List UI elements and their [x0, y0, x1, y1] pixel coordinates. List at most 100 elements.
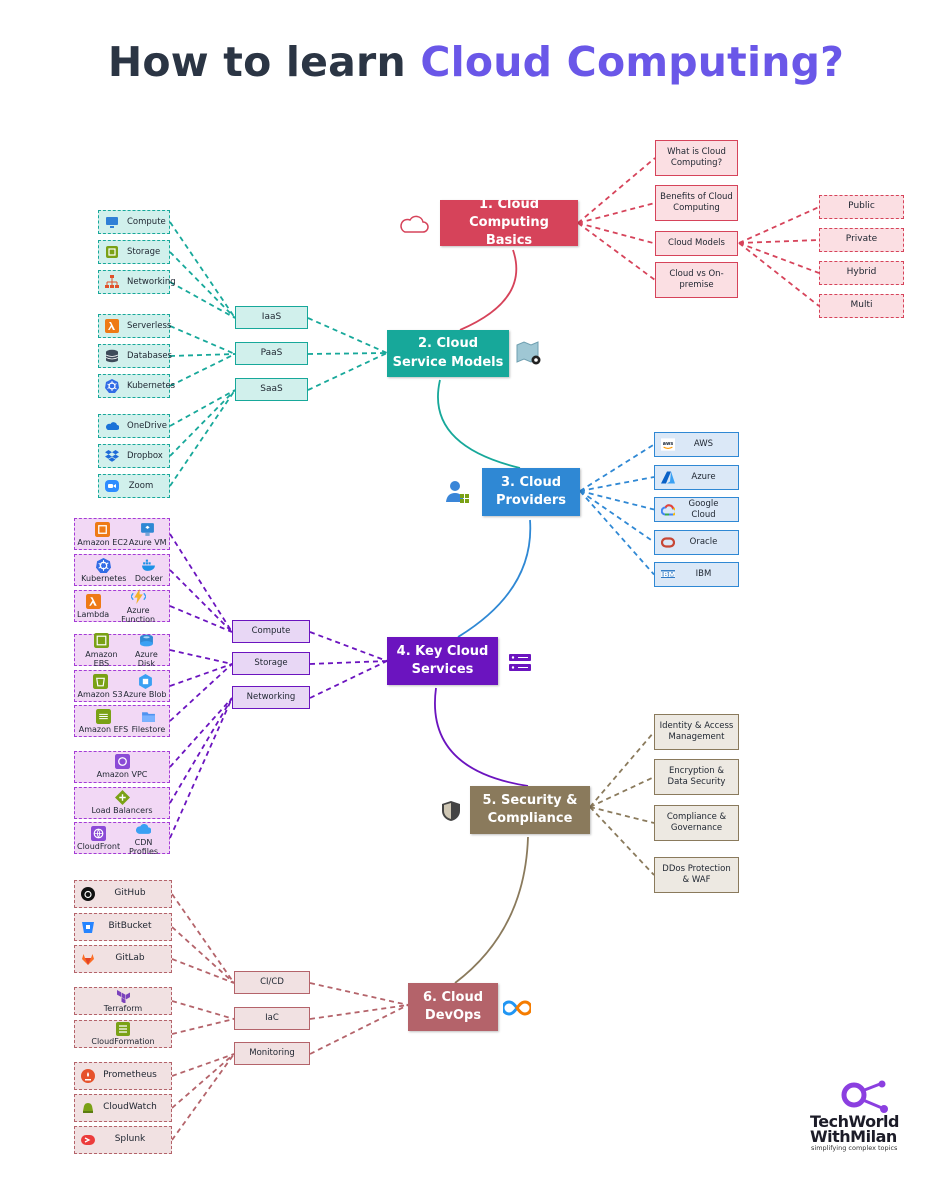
- devops-leaf-label: Terraform: [103, 1003, 143, 1013]
- monitor-icon: [105, 215, 119, 229]
- azure-function-icon: [130, 589, 146, 605]
- service-model-saas[interactable]: SaaS: [235, 378, 308, 401]
- key-service-tool-label: CDN Profiles: [129, 837, 159, 856]
- devops-monitoring[interactable]: Monitoring: [234, 1042, 310, 1065]
- basics-topic-label: Cloud vs On-premise: [669, 269, 724, 290]
- main-node-2[interactable]: 2. Cloud Service Models: [387, 330, 509, 377]
- service-leaf-label: Dropbox: [127, 450, 163, 461]
- dropbox-icon: [105, 449, 119, 463]
- key-service-tool-label: Azure Function: [121, 605, 156, 624]
- provider-item[interactable]: IBM IBM: [654, 562, 739, 587]
- devops-connector: [309, 1004, 409, 1020]
- ebs-icon: [93, 633, 109, 649]
- load-balancer-icon: [114, 790, 130, 806]
- service-leaf-connector: [169, 281, 236, 319]
- security-item: DDos Protection & WAF: [654, 857, 739, 893]
- devops-leaf-connector: [171, 1053, 235, 1109]
- main-node-4[interactable]: 4. Key Cloud Services: [387, 637, 498, 685]
- provider-label: Oracle: [689, 536, 718, 547]
- main-node-label: 3. Cloud Providers: [495, 474, 567, 508]
- ebs-icon: [93, 633, 109, 649]
- key-service-label: Storage: [254, 658, 288, 669]
- azure-icon: [661, 470, 675, 484]
- docker-icon: [141, 557, 157, 573]
- service-model-paas[interactable]: PaaS: [235, 342, 308, 365]
- google-cloud-icon: [661, 504, 675, 516]
- title-lead: How to learn: [107, 38, 406, 86]
- google-cloud-icon: [661, 503, 675, 517]
- brand-line-2: WithMilan: [810, 1127, 897, 1146]
- azure-disk-icon: [139, 634, 153, 647]
- key-service-tool: Azure Blob: [124, 673, 167, 700]
- security-connector: [589, 806, 655, 876]
- cloudfront-icon: [91, 825, 107, 841]
- provider-item[interactable]: Google Cloud: [654, 497, 739, 522]
- key-service-label: Networking: [246, 692, 296, 703]
- models-connector: [738, 242, 820, 274]
- main-node-label: 2. Cloud Service Models: [392, 336, 504, 370]
- key-service-tool-label: Amazon S3: [77, 690, 123, 700]
- service-leaf-label: Storage: [127, 246, 161, 257]
- cloudformation-icon: [115, 1021, 131, 1036]
- provider-label: IBM: [695, 569, 712, 580]
- security-connector: [589, 806, 655, 824]
- main-node-label: 1. Cloud Computing Basics: [469, 196, 549, 249]
- filestore-icon: [140, 708, 156, 724]
- devops-cicd[interactable]: CI/CD: [234, 971, 310, 994]
- spine-1-2: [459, 249, 518, 331]
- azure-icon: [661, 471, 675, 483]
- spine-5-6: [454, 836, 529, 984]
- provider-connector: [579, 476, 655, 492]
- service-leaf: Networking: [98, 270, 176, 294]
- main-node-3[interactable]: 3. Cloud Providers: [482, 468, 580, 516]
- main-node-6[interactable]: 6. Cloud DevOps: [408, 983, 498, 1031]
- zoom-icon: [105, 480, 119, 492]
- main-node-1[interactable]: 1. Cloud Computing Basics: [440, 197, 578, 248]
- brand-line-1: TechWorld: [810, 1112, 899, 1131]
- key-service-networking[interactable]: Networking: [232, 686, 310, 709]
- basics-topic-label: What is Cloud Computing?: [667, 147, 726, 168]
- service-leaf: Zoom: [98, 474, 170, 498]
- devops-leaf-label: GitLab: [115, 953, 145, 964]
- svg-text:aws: aws: [663, 442, 674, 447]
- models-connector: [738, 242, 820, 307]
- key-service-leaf-connector: [169, 649, 233, 665]
- ibm-icon: IBM: [661, 570, 675, 579]
- main-node-5[interactable]: 5. Security & Compliance: [470, 786, 590, 834]
- vpc-icon: [114, 754, 130, 770]
- cloud-model-label: Hybrid: [846, 267, 877, 278]
- service-leaf-connector: [169, 389, 236, 427]
- github-icon: [81, 887, 95, 901]
- service-leaf-connector: [169, 221, 236, 319]
- key-service-tool-label: Amazon VPC: [96, 770, 148, 780]
- network-icon: [105, 275, 119, 288]
- service-model-iaas[interactable]: IaaS: [235, 306, 308, 329]
- page-title: How to learn Cloud Computing?: [0, 38, 952, 86]
- key-service-tool: Filestore: [132, 708, 165, 735]
- devops-leaf-label: GitHub: [114, 888, 146, 899]
- cdn-icon: [136, 821, 152, 837]
- devops-category-label: CI/CD: [260, 977, 284, 988]
- lambda-icon: [85, 593, 101, 609]
- provider-item[interactable]: Azure: [654, 464, 739, 490]
- azure-vm-icon: [140, 521, 156, 537]
- key-service-tool-label: Amazon EC2: [77, 538, 129, 548]
- basics-topic: Benefits of Cloud Computing: [655, 185, 738, 221]
- key-service-leaf-connector: [169, 605, 233, 633]
- provider-item[interactable]: Oracle: [654, 529, 739, 555]
- gitlab-icon: [82, 954, 94, 965]
- provider-connector: [579, 490, 655, 576]
- service-leaf-label: OneDrive: [127, 420, 167, 431]
- ec2-icon: [95, 521, 111, 537]
- key-service-storage[interactable]: Storage: [232, 652, 310, 675]
- efs-icon: [95, 708, 111, 724]
- key-service-connector: [309, 660, 388, 699]
- devops-iac[interactable]: IaC: [234, 1007, 310, 1030]
- vpc-icon: [114, 754, 130, 770]
- key-service-leaf: Load Balancers: [74, 787, 170, 819]
- key-service-connector: [309, 660, 388, 665]
- key-service-compute[interactable]: Compute: [232, 620, 310, 643]
- key-service-tool: Amazon EBS: [77, 633, 126, 669]
